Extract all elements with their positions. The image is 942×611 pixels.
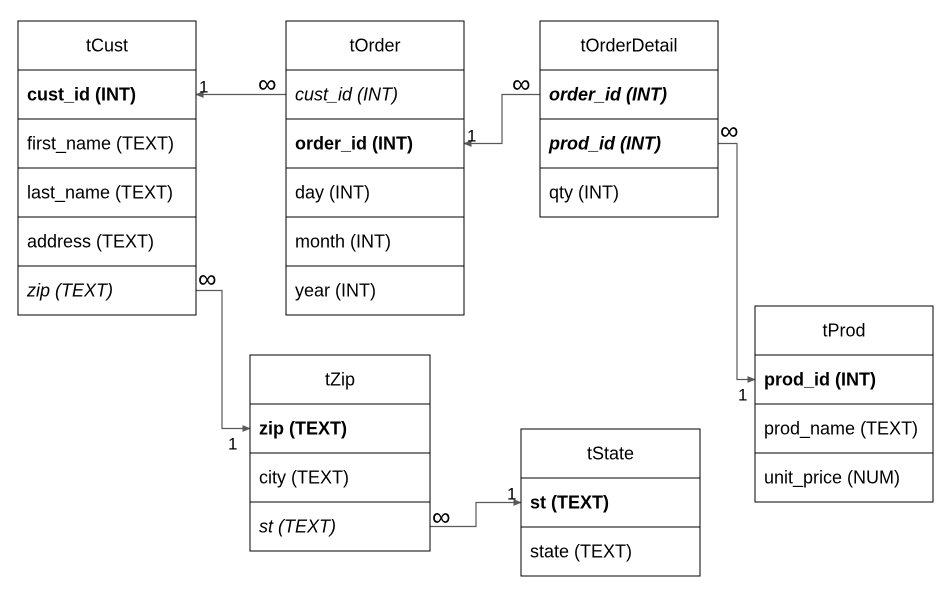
field-address: address (TEXT): [27, 232, 154, 252]
field-unit-price: unit_price (NUM): [764, 468, 900, 489]
field-cust-id: cust_id (INT): [27, 85, 136, 105]
field-order-id: order_id (INT): [295, 134, 413, 154]
table-frame: [520, 428, 701, 577]
field-month: month (INT): [295, 232, 391, 252]
many-cardinality-label: ∞: [258, 69, 277, 99]
table-title: tProd: [822, 321, 865, 341]
one-cardinality-label: 1: [738, 386, 747, 405]
many-cardinality-label: ∞: [432, 502, 451, 532]
field-st: st (TEXT): [530, 493, 609, 513]
table-title: tOrder: [349, 36, 400, 56]
cardinality-labels: ∞ 1 ∞ 1 ∞ 1 ∞ 1 ∞ 1: [198, 69, 747, 532]
field-city: city (TEXT): [259, 468, 349, 488]
table-torder: tOrder cust_id (INT) order_id (INT) day (IN…: [285, 20, 465, 316]
table-tprod: tProd prod_id (INT) prod_name (TEXT) unit_p…: [754, 305, 934, 503]
field-state: state (TEXT): [530, 542, 632, 562]
table-torderdetail: tOrderDetail order_id (INT) prod_id (INT) q…: [539, 20, 719, 218]
table-title: tZip: [325, 370, 355, 390]
field-qty: qty (INT): [549, 183, 619, 203]
relationship-order-detail: [463, 93, 540, 147]
tables: tCust cust_id (INT) first_name (TEXT) last_…: [17, 20, 934, 577]
field-last-name: last_name (TEXT): [27, 183, 173, 204]
field-first-name: first_name (TEXT): [27, 134, 174, 155]
field-year: year (INT): [295, 281, 376, 301]
field-zip: zip (TEXT): [26, 281, 113, 301]
one-cardinality-label: 1: [228, 435, 237, 454]
one-cardinality-label: 1: [199, 78, 208, 97]
table-title: tState: [587, 444, 634, 464]
field-prod-name: prod_name (TEXT): [764, 419, 918, 440]
relationship-lines: [195, 91, 756, 528]
field-prod-id: prod_id (INT): [548, 134, 661, 154]
table-title: tCust: [86, 36, 128, 56]
many-cardinality-label: ∞: [198, 264, 217, 294]
table-tcust: tCust cust_id (INT) first_name (TEXT) last_…: [17, 20, 197, 316]
field-prod-id: prod_id (INT): [764, 370, 876, 390]
field-cust-id: cust_id (INT): [295, 85, 398, 105]
many-cardinality-label: ∞: [512, 69, 531, 99]
field-zip: zip (TEXT): [259, 419, 347, 439]
relationship-prod-detail: [718, 142, 756, 383]
one-cardinality-label: 1: [467, 127, 476, 146]
table-tzip: tZip zip (TEXT) city (TEXT) st (TEXT): [249, 354, 431, 552]
field-st: st (TEXT): [259, 517, 336, 537]
field-day: day (INT): [295, 183, 370, 203]
relationship-zip-cust: [196, 289, 251, 432]
table-title: tOrderDetail: [580, 36, 677, 56]
table-tstate: tState st (TEXT) state (TEXT): [520, 428, 701, 577]
relationship-state-zip: [430, 499, 522, 528]
many-cardinality-label: ∞: [720, 116, 739, 146]
field-order-id: order_id (INT): [549, 85, 667, 105]
one-cardinality-label: 1: [507, 485, 516, 504]
